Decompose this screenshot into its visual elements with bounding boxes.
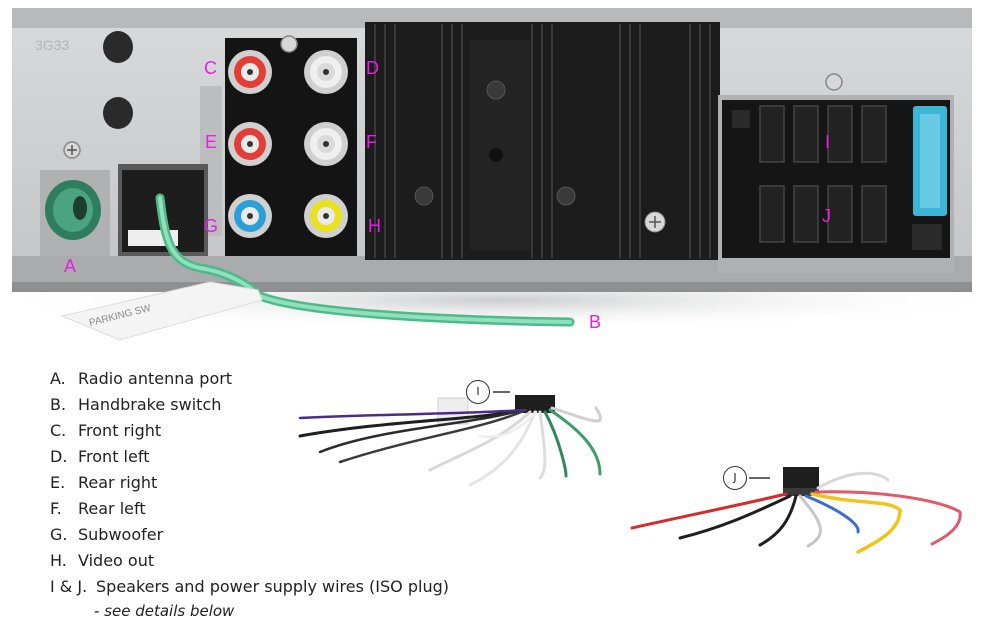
label-c: C xyxy=(204,58,217,78)
callout-label-i: I xyxy=(476,385,480,398)
legend-key: E. xyxy=(50,473,66,492)
rca-jack-rear-right xyxy=(228,122,272,166)
label-g: G xyxy=(204,216,218,236)
legend-text: Subwoofer xyxy=(78,525,164,544)
legend-text: Front right xyxy=(78,421,162,440)
legend-item-f: F. Rear left xyxy=(50,496,449,522)
rca-jack-front-left xyxy=(304,50,348,94)
legend-item-h: H. Video out xyxy=(50,548,449,574)
harness-i xyxy=(298,395,602,487)
label-e: E xyxy=(205,132,217,152)
legend-text: Handbrake switch xyxy=(78,395,222,414)
legend-item-d: D. Front left xyxy=(50,444,449,470)
label-b: B xyxy=(589,312,601,332)
callout-circle-i: I xyxy=(466,380,490,404)
legend-text: Radio antenna port xyxy=(78,369,233,388)
legend-item-b: B. Handbrake switch xyxy=(50,392,449,418)
legend-key: A. xyxy=(50,369,66,388)
legend-key: F. xyxy=(50,499,62,518)
legend-key: G. xyxy=(50,525,68,544)
callout-circle-j: J xyxy=(723,466,747,490)
label-a: A xyxy=(64,256,76,276)
heatsink xyxy=(365,22,720,260)
callout-label-j: J xyxy=(733,471,737,484)
legend-text: Rear right xyxy=(78,473,158,492)
mounting-hole xyxy=(103,31,133,63)
legend-key: C. xyxy=(50,421,67,440)
rca-jack-rear-left xyxy=(304,122,348,166)
parking-switch-tag: PARKING SW xyxy=(60,281,263,341)
label-j: J xyxy=(822,206,831,226)
legend-key: H. xyxy=(50,551,67,570)
legend-text: Speakers and power supply wires (ISO plu… xyxy=(96,577,449,596)
legend-item-c: C. Front right xyxy=(50,418,449,444)
legend-item-e: E. Rear right xyxy=(50,470,449,496)
label-h: H xyxy=(368,216,381,236)
legend-note: - see details below xyxy=(94,602,235,620)
iso-socket-lower xyxy=(759,185,887,243)
parking-switch-wire: PARKING SW xyxy=(60,193,575,341)
legend-text: Front left xyxy=(78,447,150,466)
legend-item-g: G. Subwoofer xyxy=(50,522,449,548)
legend-text: Rear left xyxy=(78,499,146,518)
legend-key: B. xyxy=(50,395,67,414)
legend-text: Video out xyxy=(78,551,155,570)
harness-j xyxy=(630,467,962,554)
legend-list: A.Radio antenna port B.Handbrake switch … xyxy=(50,366,449,620)
rca-panel xyxy=(225,35,357,256)
label-f: F xyxy=(366,132,377,152)
embossed-code: 3G33 xyxy=(35,37,69,53)
iso-socket-upper xyxy=(759,105,887,163)
label-d: D xyxy=(366,58,379,78)
iso-connector xyxy=(718,73,954,273)
rca-jack-video-out xyxy=(304,194,348,238)
legend-item-ij: I & J. Speakers and power supply wires (I… xyxy=(50,574,449,600)
legend-key: I & J. xyxy=(50,577,88,596)
mounting-hole xyxy=(103,97,133,129)
label-i: I xyxy=(825,132,830,152)
rca-jack-subwoofer xyxy=(228,194,272,238)
rca-jack-front-right xyxy=(228,50,272,94)
antenna-port xyxy=(40,141,110,256)
legend-item-a: A. Radio antenna port xyxy=(50,366,449,392)
legend-key: D. xyxy=(50,447,68,466)
